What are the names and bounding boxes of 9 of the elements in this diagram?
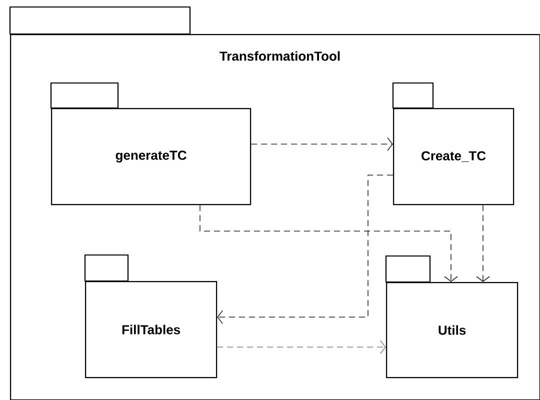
package-box: FillTables [84, 254, 218, 378]
dependency-arrow [476, 204, 490, 282]
package-box: generateTC [50, 82, 252, 206]
dependency-arrow [217, 174, 394, 324]
dependency-arrow [216, 340, 386, 354]
dependency-arrow [250, 137, 393, 151]
package-box: Create_TC [392, 82, 514, 206]
package-box: Utils [385, 255, 518, 378]
dependency-arrow [200, 204, 458, 282]
